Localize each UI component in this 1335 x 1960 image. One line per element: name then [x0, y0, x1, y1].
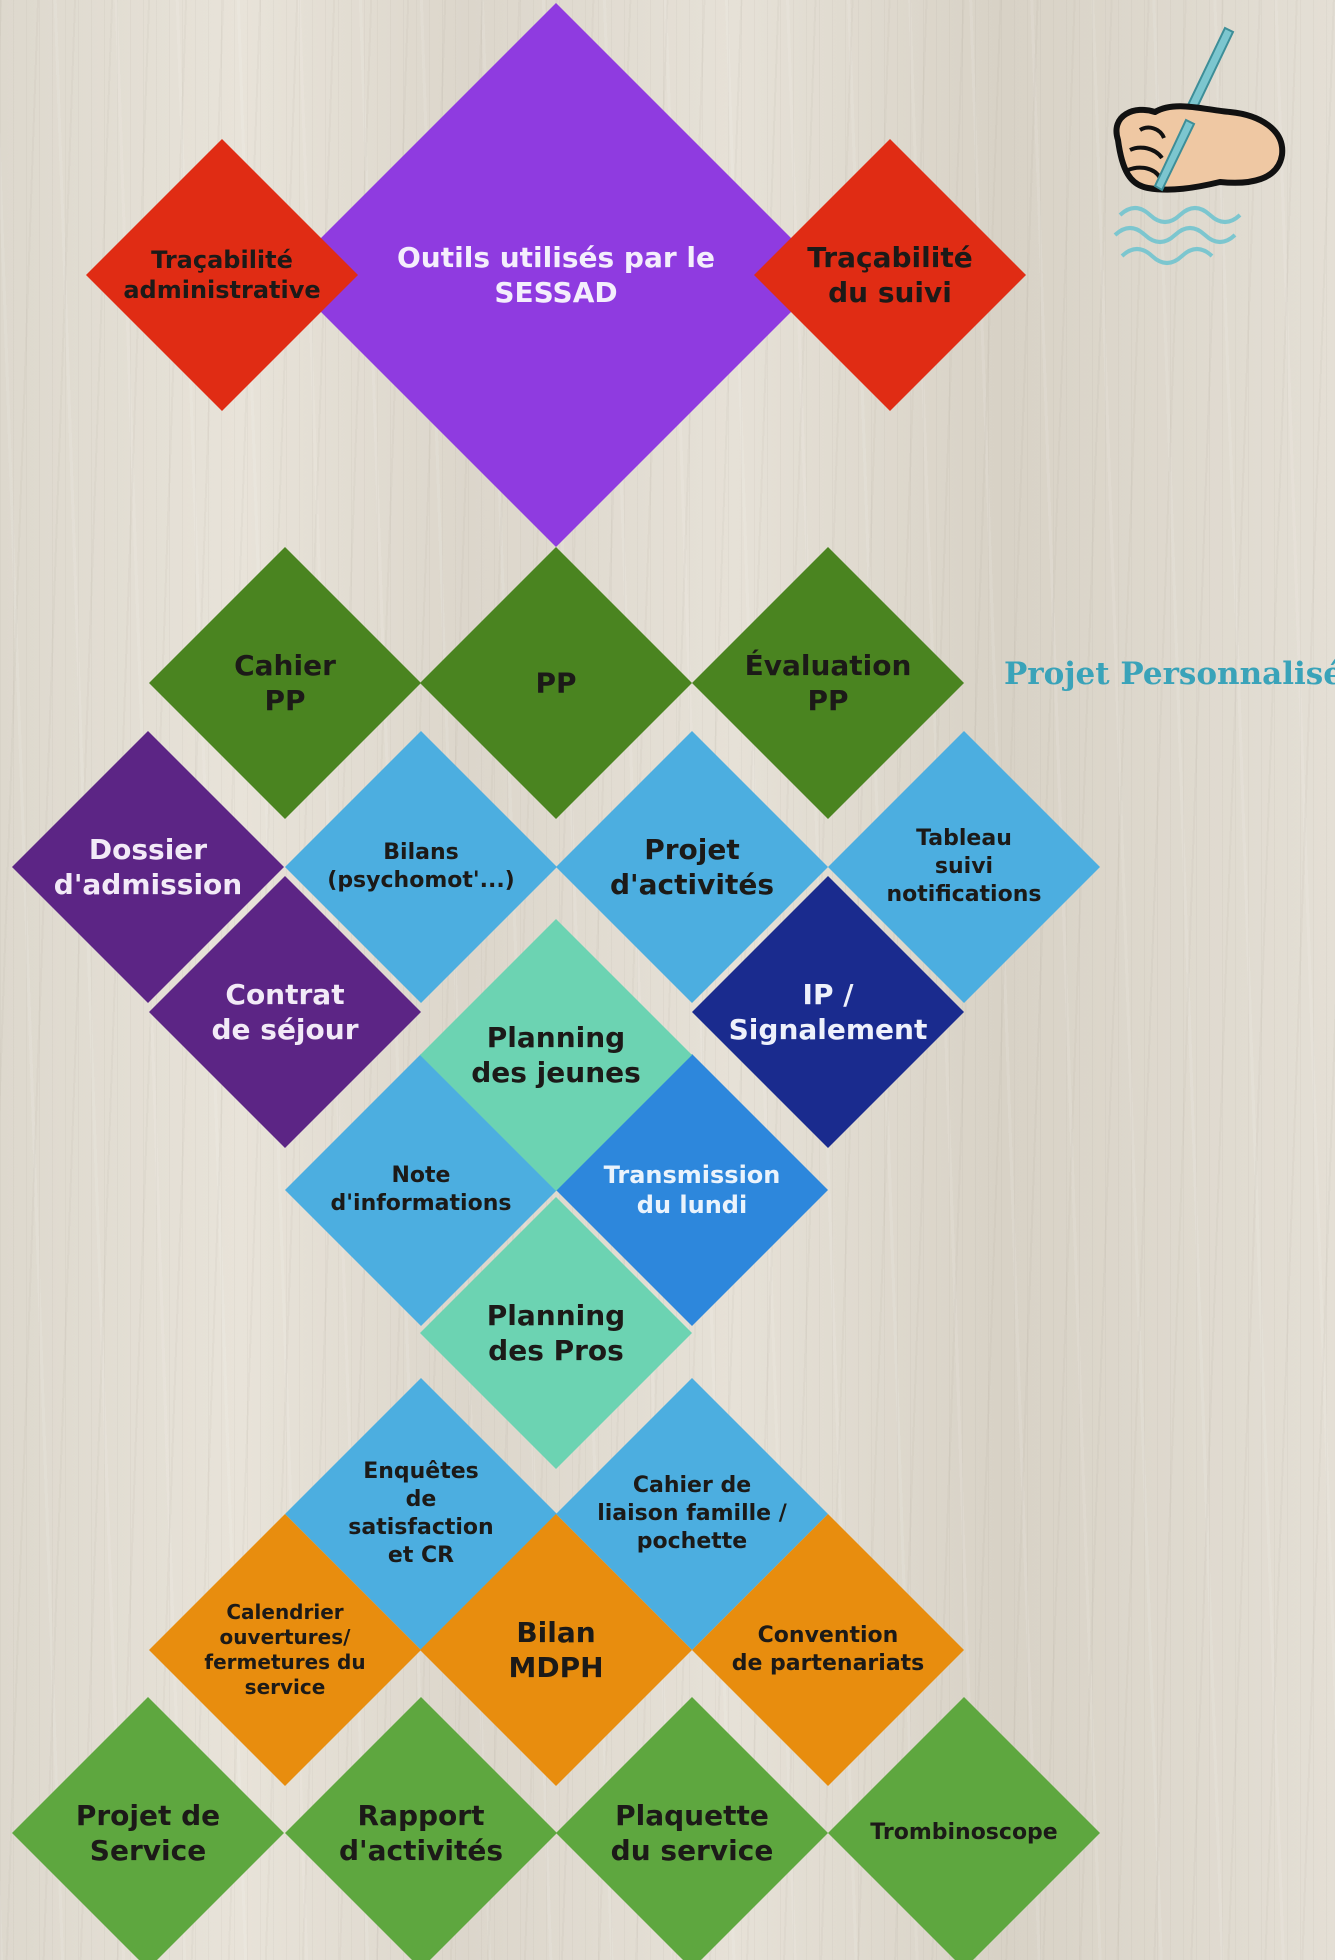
diamond-evaluation-pp	[692, 547, 964, 819]
diamond-contrat-sejour	[149, 876, 421, 1148]
diamond-planning-jeunes	[420, 919, 692, 1191]
section-label-projet-personnalise: Projet Personnalisé	[1004, 656, 1335, 692]
diamond-convention	[692, 1514, 964, 1786]
diamond-outils	[284, 3, 828, 547]
diamond-traca-suivi	[754, 139, 1026, 411]
diamond-pp	[420, 547, 692, 819]
diamond-traca-admin	[86, 139, 358, 411]
diamond-bilan-mdph	[420, 1514, 692, 1786]
diamond-dossier-admission	[12, 731, 284, 1003]
diamond-planning-pros	[420, 1197, 692, 1469]
writing-hand-icon	[1113, 26, 1286, 265]
diamond-rapport-activites	[285, 1697, 557, 1960]
diamond-projet-activites	[556, 731, 828, 1003]
diamond-trombinoscope	[828, 1697, 1100, 1960]
diamond-tableau-suivi	[828, 731, 1100, 1003]
diamond-projet-service	[12, 1697, 284, 1960]
diamond-cahier-pp	[149, 547, 421, 819]
diamond-ip-signalement	[692, 876, 964, 1148]
diamond-calendrier	[149, 1514, 421, 1786]
diamond-bilans	[285, 731, 557, 1003]
diamond-plaquette	[556, 1697, 828, 1960]
